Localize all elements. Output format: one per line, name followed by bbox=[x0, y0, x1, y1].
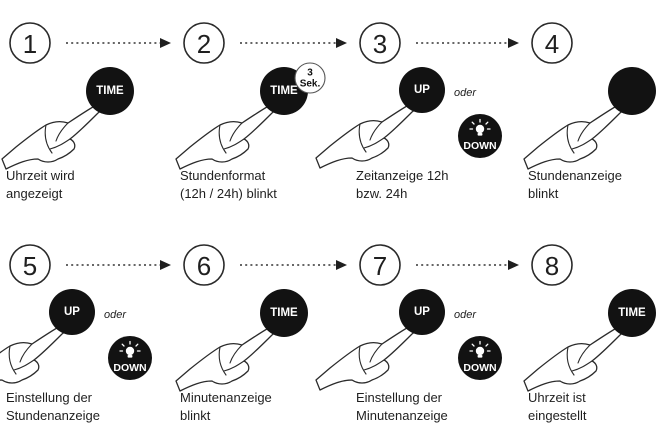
down-button-label: DOWN bbox=[463, 140, 496, 152]
step-number-circle bbox=[183, 22, 225, 64]
step-number-circle bbox=[359, 244, 401, 286]
down-button bbox=[458, 114, 502, 158]
step-number-circle bbox=[9, 22, 51, 64]
step-caption: Minutenanzeige blinkt bbox=[180, 389, 310, 425]
step-number: 5 bbox=[23, 251, 37, 281]
pointing-hand-icon bbox=[315, 323, 418, 391]
or-label: oder bbox=[104, 309, 127, 321]
step-caption-line: eingestellt bbox=[528, 408, 587, 423]
step-caption: Stundenformat (12h / 24h) blinkt bbox=[180, 167, 310, 203]
or-label: oder bbox=[454, 87, 477, 99]
up-button bbox=[399, 289, 445, 335]
step-caption-line: Uhrzeit ist bbox=[528, 390, 586, 405]
step-number-circle bbox=[359, 22, 401, 64]
hold-seconds: 3 bbox=[307, 68, 313, 79]
step-number: 8 bbox=[545, 251, 559, 281]
pointing-hand-icon bbox=[175, 102, 278, 170]
dotted-arrow-right-icon bbox=[66, 260, 171, 270]
step-4: 4 bbox=[523, 22, 656, 170]
step-caption-line: bzw. 24h bbox=[356, 186, 408, 201]
step-caption-line: Einstellung der bbox=[356, 390, 442, 405]
pointing-hand-icon bbox=[1, 102, 104, 170]
down-button-label: DOWN bbox=[463, 362, 496, 374]
step-caption: Uhrzeit ist eingestellt bbox=[528, 389, 658, 425]
step-caption-line: Minutenanzeige bbox=[180, 390, 272, 405]
blank-button bbox=[608, 67, 656, 115]
dotted-arrow-right-icon bbox=[240, 260, 347, 270]
step-number: 4 bbox=[545, 29, 559, 59]
step-caption-line: Einstellung der bbox=[6, 390, 92, 405]
time-button-label: TIME bbox=[270, 307, 298, 319]
step-caption: Uhrzeit wird angezeigt bbox=[6, 167, 136, 203]
step-number: 1 bbox=[23, 29, 37, 59]
step-caption-line: Stundenanzeige bbox=[6, 408, 100, 423]
or-label: oder bbox=[454, 309, 477, 321]
dotted-arrow-right-icon bbox=[416, 38, 519, 48]
up-button-label: UP bbox=[64, 306, 80, 318]
step-caption-line: (12h / 24h) blinkt bbox=[180, 186, 277, 201]
down-button-label: DOWN bbox=[113, 362, 146, 374]
step-caption-line: Stundenformat bbox=[180, 168, 266, 183]
hold-unit: Sek. bbox=[300, 79, 321, 90]
step-caption: Zeitanzeige 12h bzw. 24h bbox=[356, 167, 486, 203]
step-number: 6 bbox=[197, 251, 211, 281]
step-caption-line: Zeitanzeige 12h bbox=[356, 168, 449, 183]
step-caption-line: blinkt bbox=[528, 186, 559, 201]
up-button bbox=[49, 289, 95, 335]
step-number-circle bbox=[531, 22, 573, 64]
step-caption: Stundenanzeige blinkt bbox=[528, 167, 658, 203]
step-caption-line: blinkt bbox=[180, 408, 211, 423]
up-button-label: UP bbox=[414, 84, 430, 96]
time-button-label: TIME bbox=[96, 85, 124, 97]
time-button bbox=[608, 289, 656, 337]
step-caption-line: Stundenanzeige bbox=[528, 168, 622, 183]
step-number: 2 bbox=[197, 29, 211, 59]
step-number: 7 bbox=[373, 251, 387, 281]
step-caption-line: angezeigt bbox=[6, 186, 63, 201]
step-number-circle bbox=[9, 244, 51, 286]
dotted-arrow-right-icon bbox=[416, 260, 519, 270]
time-button bbox=[260, 289, 308, 337]
pointing-hand-icon bbox=[175, 324, 278, 392]
pointing-hand-icon bbox=[523, 102, 626, 170]
pointing-hand-icon bbox=[523, 324, 626, 392]
time-button bbox=[86, 67, 134, 115]
up-button bbox=[399, 67, 445, 113]
step-number: 3 bbox=[373, 29, 387, 59]
step-caption-line: Minutenanzeige bbox=[356, 408, 448, 423]
time-button-label: TIME bbox=[270, 85, 298, 97]
up-button-label: UP bbox=[414, 306, 430, 318]
step-number-circle bbox=[183, 244, 225, 286]
dotted-arrow-right-icon bbox=[240, 38, 347, 48]
pointing-hand-icon bbox=[0, 323, 68, 391]
hold-duration-badge bbox=[294, 62, 326, 94]
down-button bbox=[458, 336, 502, 380]
dotted-arrow-right-icon bbox=[66, 38, 171, 48]
time-button-label: TIME bbox=[618, 307, 646, 319]
pointing-hand-icon bbox=[315, 101, 418, 169]
down-button bbox=[108, 336, 152, 380]
step-caption-line: Uhrzeit wird bbox=[6, 168, 75, 183]
step-number-circle bbox=[531, 244, 573, 286]
